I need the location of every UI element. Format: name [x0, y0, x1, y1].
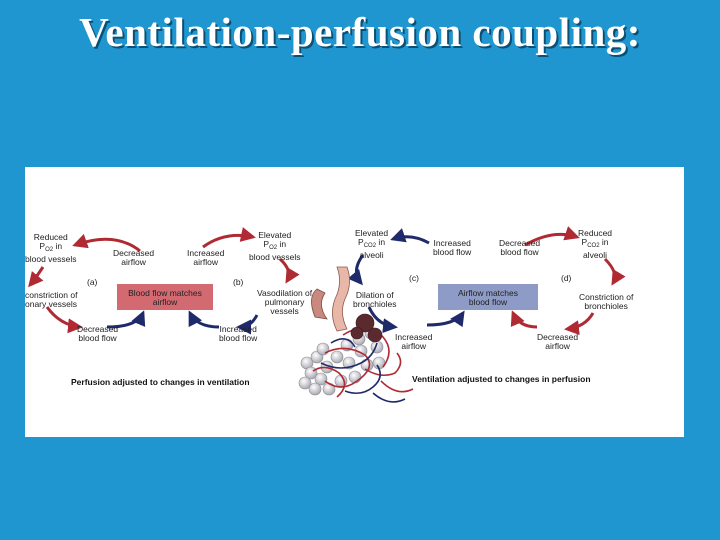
panel-letter-b: (b): [233, 277, 244, 287]
panel-letter-a: (a): [87, 277, 98, 287]
vasodilation-label: Vasodilation of pulmonary vessels: [257, 288, 313, 316]
arrow-increased-bloodflow-to-box: [188, 310, 220, 329]
right-decreased-airflow-label: Decreased airflow: [537, 332, 579, 351]
constriction-bronchioles-label: Constriction of bronchioles: [579, 292, 634, 311]
airflow-matches-blood-flow-text: Airflow matches blood flow: [458, 288, 518, 307]
elevated-po2-label: Elevated PO2 in blood vessels: [249, 230, 301, 262]
left-constriction-label: constriction of onary vessels: [25, 290, 78, 309]
right-footer-caption: Ventilation adjusted to changes in perfu…: [412, 374, 591, 384]
arrow-to-decreased-airflow: [564, 312, 595, 336]
arrow-to-reduced-pco2: [524, 226, 580, 247]
left-decreased-airflow-label: Decreased airflow: [113, 248, 155, 267]
diagram-graphics: [28, 226, 626, 403]
dilation-bronchioles-label: Dilation of bronchioles: [353, 290, 397, 309]
lung-illustration: [298, 266, 414, 403]
right-decreased-bloodflow-label: Decreased blood flow: [499, 238, 541, 257]
slide-title: Ventilation-perfusion coupling:: [79, 9, 641, 55]
reduced-pco2-label: Reduced PCO2 in alveoli: [578, 228, 613, 260]
arrow-to-constriction-bronchioles: [603, 257, 626, 286]
arrow-decreased-bloodflow-to-box: [106, 310, 146, 329]
reduced-po2-label: Reduced PO2 in blood vessels: [25, 232, 77, 264]
arrow-to-dilation: [347, 254, 365, 286]
left-increased-bloodflow-label: Increased blood flow: [219, 324, 258, 343]
left-increased-airflow-label: Increased airflow: [187, 248, 225, 267]
arrow-to-elevated-pco2: [390, 228, 430, 245]
elevated-pco2-label: Elevated PCO2 in alveoli: [355, 228, 389, 260]
arrow-to-elevated-po2: [202, 227, 256, 249]
diagram-panel: Reduced PO2 in blood vessels Decreased a…: [25, 167, 684, 437]
airflow-matches-blood-flow-box: [438, 284, 538, 310]
arrow-to-decreased-bloodflow: [45, 306, 83, 334]
arrow-to-increased-airflow: [367, 306, 398, 334]
left-decreased-bloodflow-label: Decreased blood flow: [77, 324, 119, 343]
panel-letter-d: (d): [561, 273, 572, 283]
blood-flow-matches-airflow-text: Blood flow matches airflow: [128, 288, 202, 307]
right-increased-airflow-label: Increased airflow: [395, 332, 433, 351]
panel-letter-c: (c): [409, 273, 419, 283]
arrow-decreased-airflow-to-box: [510, 310, 538, 329]
arrow-increased-airflow-to-box: [426, 310, 465, 328]
arrow-to-reduced-po2: [72, 233, 141, 253]
left-footer-caption: Perfusion adjusted to changes in ventila…: [71, 377, 250, 387]
blood-flow-matches-airflow-box: [117, 284, 213, 310]
arrow-to-vasodilation: [278, 257, 300, 284]
right-increased-bloodflow-label: Increased blood flow: [433, 238, 472, 257]
arrow-to-constriction: [28, 266, 45, 288]
arrow-vasodilation-to-increased: [236, 314, 259, 335]
